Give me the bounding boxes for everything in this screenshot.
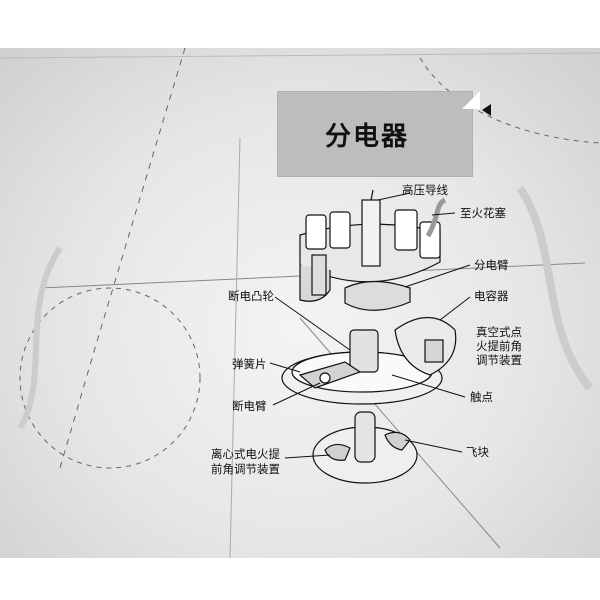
label-breaker-arm: 断电臂 — [232, 399, 267, 413]
cap-terminal — [329, 211, 351, 249]
label-spring-plate: 弹簧片 — [232, 357, 267, 371]
label-vacuum-advance-line1: 真空式点 — [476, 325, 522, 339]
spark-plug-wire — [425, 197, 447, 238]
breaker-cam — [349, 329, 379, 373]
label-vacuum-advance-line3: 调节装置 — [476, 353, 522, 367]
center-post — [361, 199, 381, 267]
breaker-arm — [298, 361, 362, 389]
label-vacuum-advance-line2: 火提前角 — [476, 339, 522, 353]
label-breaker-cam: 断电凸轮 — [228, 289, 274, 303]
label-centrifugal-advance-line2: 前角调节装置 — [211, 462, 280, 476]
label-capacitor: 电容器 — [474, 289, 509, 303]
background-sketch — [0, 48, 600, 558]
title-box: 分电器 — [277, 91, 473, 177]
cap-terminal — [311, 254, 327, 296]
cap-terminal — [394, 209, 418, 251]
label-to-spark-plug: 至火花塞 — [460, 206, 506, 220]
cap-terminal — [305, 214, 327, 250]
cap-terminal — [419, 221, 441, 259]
label-flyweight: 飞块 — [466, 445, 489, 459]
triangle-left-icon — [482, 104, 491, 116]
label-rotor-arm: 分电臂 — [474, 258, 509, 272]
flyweight — [384, 431, 411, 451]
label-contact-point: 触点 — [470, 390, 493, 404]
label-centrifugal-advance-line1: 离心式电火提 — [211, 447, 280, 461]
rotor-arm — [344, 280, 411, 311]
drive-shaft — [354, 411, 376, 463]
flyweight — [324, 443, 351, 461]
label-high-voltage-wire: 高压导线 — [402, 183, 448, 197]
page-title: 分电器 — [324, 121, 409, 152]
